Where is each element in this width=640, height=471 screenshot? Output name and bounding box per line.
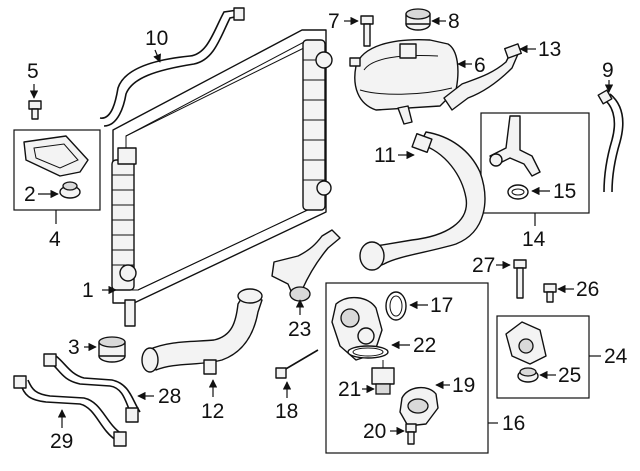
bolt-26 bbox=[543, 283, 557, 303]
callout-22: 22 bbox=[413, 334, 436, 357]
reservoir-6 bbox=[349, 39, 459, 125]
callout-24: 24 bbox=[604, 345, 628, 368]
bolt-27 bbox=[513, 259, 527, 299]
bracket-4 bbox=[23, 135, 89, 177]
isolator-2 bbox=[59, 181, 81, 199]
callout-29: 29 bbox=[50, 430, 73, 453]
callout-3: 3 bbox=[68, 336, 80, 359]
callout-12: 12 bbox=[201, 400, 224, 423]
callout-18: 18 bbox=[275, 400, 298, 423]
bolt-20 bbox=[405, 423, 417, 445]
bolt-18 bbox=[275, 349, 319, 379]
callout-7: 7 bbox=[328, 10, 340, 33]
callout-20: 20 bbox=[363, 420, 386, 443]
leader-lines bbox=[29, 16, 614, 436]
callout-19: 19 bbox=[452, 374, 475, 397]
callout-5: 5 bbox=[27, 60, 39, 83]
callout-6: 6 bbox=[474, 54, 486, 77]
radiator bbox=[111, 29, 333, 327]
callout-21: 21 bbox=[338, 378, 361, 401]
callout-9: 9 bbox=[602, 59, 614, 82]
callout-16: 16 bbox=[502, 412, 525, 435]
bolt-5 bbox=[28, 100, 42, 120]
outlet-25 bbox=[505, 321, 547, 365]
hose-11 bbox=[366, 131, 486, 269]
callout-8: 8 bbox=[448, 10, 460, 33]
hose-29 bbox=[19, 381, 117, 441]
pipe-14 bbox=[489, 115, 541, 177]
group-box-24 bbox=[496, 315, 590, 399]
group-box-16 bbox=[325, 282, 489, 454]
callout-23: 23 bbox=[288, 318, 311, 341]
hose-10 bbox=[99, 9, 239, 119]
gasket-22 bbox=[347, 345, 389, 359]
callout-27: 27 bbox=[472, 254, 495, 277]
callout-13: 13 bbox=[538, 38, 561, 61]
callout-1: 1 bbox=[82, 279, 94, 302]
callout-15: 15 bbox=[553, 180, 576, 203]
o-ring-15 bbox=[507, 184, 529, 200]
hose-28 bbox=[49, 361, 133, 417]
bolt-7 bbox=[360, 15, 374, 47]
isolator-3 bbox=[98, 336, 126, 363]
callout-26: 26 bbox=[576, 278, 599, 301]
callout-labels: 1 2 3 4 5 6 7 8 9 10 11 12 13 14 15 16 1… bbox=[24, 10, 628, 453]
hose-9 bbox=[601, 97, 616, 193]
callout-25: 25 bbox=[558, 364, 581, 387]
callout-4: 4 bbox=[49, 228, 61, 251]
callout-11: 11 bbox=[374, 144, 396, 167]
gasket-17 bbox=[385, 291, 407, 321]
callout-28: 28 bbox=[158, 385, 181, 408]
callout-2: 2 bbox=[24, 183, 36, 206]
seal-25 bbox=[517, 367, 539, 383]
group-box-4 bbox=[13, 129, 101, 211]
cap-8 bbox=[405, 8, 431, 31]
callout-17: 17 bbox=[430, 294, 453, 317]
callout-14: 14 bbox=[522, 228, 546, 251]
cover-19 bbox=[399, 387, 439, 427]
hose-12 bbox=[147, 293, 263, 371]
callout-10: 10 bbox=[145, 27, 168, 50]
thermostat-21 bbox=[371, 360, 395, 395]
